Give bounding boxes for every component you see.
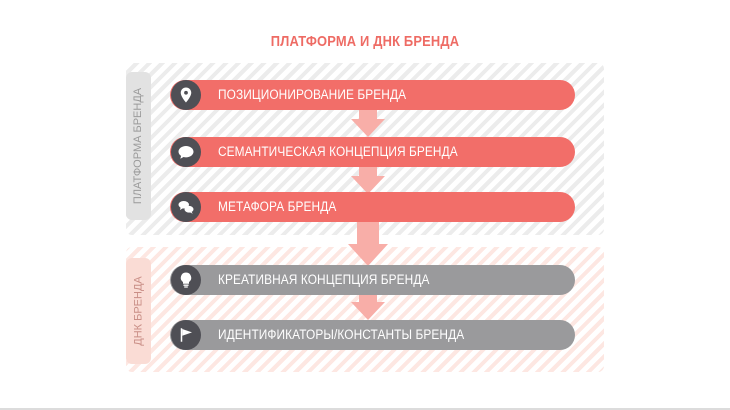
dna-group-label: ДНК БРЕНДА	[132, 276, 145, 346]
step-identifiers-constants: ИДЕНТИФИКАТОРЫ/КОНСТАНТЫ БРЕНДА	[170, 320, 575, 350]
speech-bubble-icon	[171, 137, 201, 167]
step-label: МЕТАФОРА БРЕНДА	[218, 199, 337, 214]
arrow-down-icon	[351, 164, 385, 194]
arrow-down-icon	[351, 107, 385, 137]
step-semantic-concept: СЕМАНТИЧЕСКАЯ КОНЦЕПЦИЯ БРЕНДА	[170, 137, 575, 167]
step-positioning: ПОЗИЦИОНИРОВАНИЕ БРЕНДА	[170, 80, 575, 110]
step-label: ИДЕНТИФИКАТОРЫ/КОНСТАНТЫ БРЕНДА	[218, 327, 465, 342]
arrow-down-icon	[348, 218, 388, 266]
step-metaphor: МЕТАФОРА БРЕНДА	[170, 192, 575, 222]
step-label: ПОЗИЦИОНИРОВАНИЕ БРЕНДА	[218, 87, 407, 102]
diagram-title: ПЛАТФОРМА И ДНК БРЕНДА	[270, 33, 460, 50]
arrow-down-icon	[351, 290, 385, 320]
bottom-divider	[0, 408, 730, 410]
step-label: КРЕАТИВНАЯ КОНЦЕПЦИЯ БРЕНДА	[218, 272, 430, 287]
chat-bubbles-icon	[171, 192, 201, 222]
step-label: СЕМАНТИЧЕСКАЯ КОНЦЕПЦИЯ БРЕНДА	[218, 144, 458, 159]
step-creative-concept: КРЕАТИВНАЯ КОНЦЕПЦИЯ БРЕНДА	[170, 265, 575, 295]
platform-group-tab: ПЛАТФОРМА БРЕНДА	[126, 72, 151, 220]
location-pin-icon	[171, 80, 201, 110]
platform-group-label: ПЛАТФОРМА БРЕНДА	[132, 87, 145, 205]
dna-group-tab: ДНК БРЕНДА	[126, 258, 151, 364]
flag-icon	[171, 320, 201, 350]
lightbulb-icon	[171, 265, 201, 295]
